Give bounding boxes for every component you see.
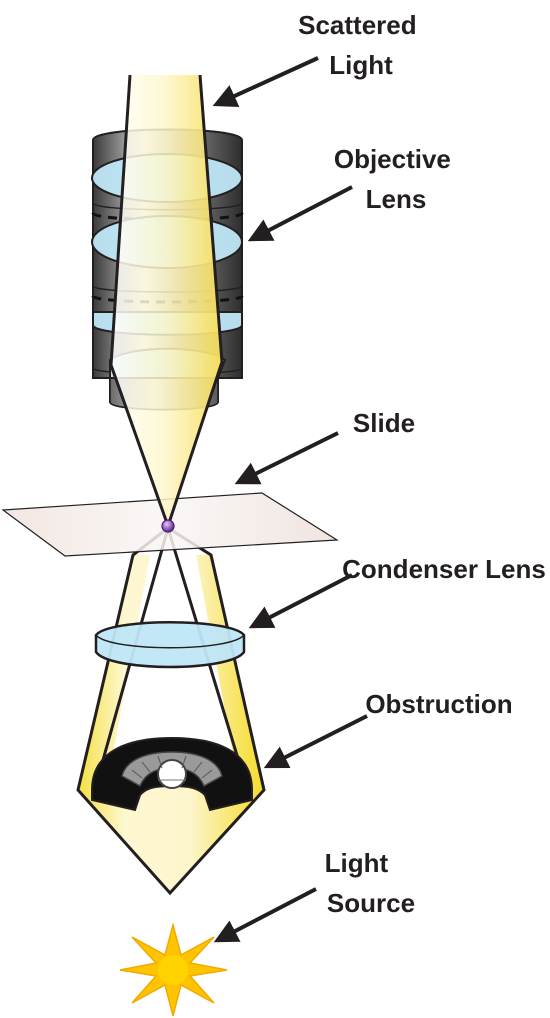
label-slide: Slide	[353, 408, 415, 438]
svg-text:Light Source: Light Source	[325, 848, 415, 918]
arrow-obstruction	[263, 714, 368, 769]
label-scattered-light-line1: Scattered	[298, 10, 417, 40]
condenser-lens	[94, 621, 246, 669]
labels: Scattered Light Objective Lens Slide Con…	[298, 10, 546, 918]
scattered-light-beam	[109, 74, 224, 531]
svg-text:Obstruction: Obstruction	[365, 689, 512, 719]
svg-text:Objective Lens: Objective Lens	[334, 144, 458, 214]
svg-text:Scattered Light: Scattered Light	[298, 10, 424, 80]
arrow-objective-lens	[247, 185, 353, 242]
arrow-condenser-lens	[248, 573, 353, 629]
arrow-light-source	[213, 887, 317, 943]
arrow-scattered-light	[212, 56, 319, 107]
callout-arrows	[212, 56, 368, 943]
label-obstruction: Obstruction	[365, 689, 512, 719]
arrow-slide	[234, 431, 339, 485]
barrel-dashed-rings	[91, 211, 244, 304]
light-source-star-icon	[119, 922, 228, 1017]
svg-text:Slide: Slide	[353, 408, 415, 438]
label-objective-lens-line2: Lens	[366, 184, 427, 214]
obstruction-stop	[91, 736, 253, 812]
label-objective-lens-line1: Objective	[334, 144, 451, 174]
label-condenser-lens: Condenser Lens	[342, 554, 546, 584]
label-light-source-line1: Light	[325, 848, 389, 878]
svg-text:Condenser Lens: Condenser Lens	[342, 554, 546, 584]
label-scattered-light-line2: Light	[329, 50, 393, 80]
specimen-particle	[161, 519, 175, 533]
label-light-source-line2: Source	[327, 888, 415, 918]
illumination-cone	[76, 526, 266, 896]
